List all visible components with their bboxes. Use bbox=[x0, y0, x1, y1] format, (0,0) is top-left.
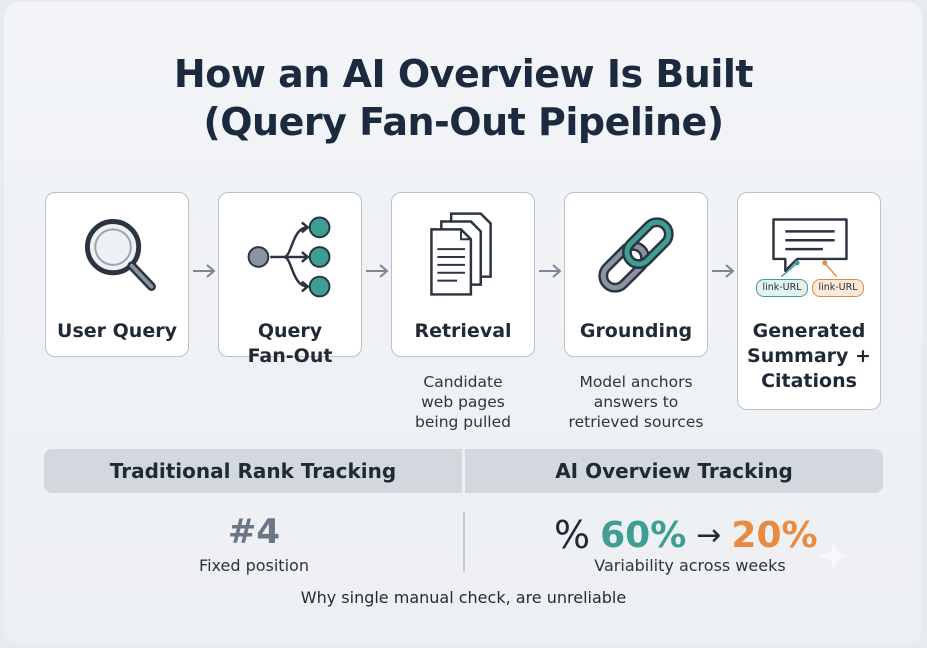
step-label-retrieval: Retrieval bbox=[414, 320, 512, 342]
step-label-query-fan-out-line-1: Query bbox=[257, 320, 323, 342]
step-label-user-query: User Query bbox=[57, 320, 177, 342]
sparkle-icon bbox=[818, 540, 850, 572]
retrieval-caption-line-2: web pages bbox=[421, 393, 505, 411]
grounding-caption-line-2: answers to bbox=[593, 393, 679, 411]
footer-note: Why single manual check, are unreliable bbox=[300, 588, 627, 607]
arrow-right-icon: → bbox=[696, 517, 722, 553]
fan-out-icon bbox=[247, 216, 331, 298]
rank-value: #4 bbox=[227, 512, 281, 552]
step-card-retrieval: Retrieval bbox=[391, 192, 535, 357]
ai-overview-tracking-header: AI Overview Tracking bbox=[465, 449, 883, 493]
step-card-grounding: Grounding bbox=[564, 192, 708, 357]
traditional-tracking-header: Traditional Rank Tracking bbox=[44, 449, 462, 493]
citation-chip-2: link-URL bbox=[812, 279, 864, 297]
flow-arrow-icon bbox=[712, 264, 735, 278]
variability-caption: Variability across weeks bbox=[594, 556, 786, 575]
grounding-caption-line-1: Model anchors bbox=[579, 373, 693, 391]
step-label-grounding: Grounding bbox=[579, 320, 693, 342]
step-card-query-fan-out: Query Fan-Out bbox=[218, 192, 362, 367]
chain-link-icon bbox=[598, 217, 674, 293]
citation-chip-1: link-URL bbox=[756, 279, 808, 297]
variability-values: % 60% → 20% bbox=[554, 510, 818, 560]
retrieval-caption: Candidate web pages being pulled bbox=[391, 372, 535, 432]
magnifier-icon bbox=[84, 219, 156, 291]
title-line-1: How an AI Overview Is Built bbox=[173, 52, 754, 96]
chat-citations-icon bbox=[772, 218, 848, 278]
flow-arrow-icon bbox=[366, 264, 389, 278]
step-card-user-query: User Query bbox=[45, 192, 189, 357]
rank-caption: Fixed position bbox=[199, 556, 309, 575]
flow-arrow-icon bbox=[193, 264, 216, 278]
variability-to: 20% bbox=[731, 514, 818, 556]
flow-arrow-icon bbox=[539, 264, 562, 278]
step-label-query-fan-out-line-2: Fan-Out bbox=[247, 345, 333, 367]
title-line-2: (Query Fan-Out Pipeline) bbox=[203, 100, 724, 144]
grounding-caption-line-3: retrieved sources bbox=[568, 413, 704, 431]
retrieval-caption-line-3: being pulled bbox=[415, 413, 511, 431]
grounding-caption: Model anchors answers to retrieved sourc… bbox=[554, 372, 718, 432]
step-label-generated-line-2: Summary + bbox=[747, 345, 871, 367]
step-label-generated-line-3: Citations bbox=[761, 370, 857, 392]
comparison-divider bbox=[463, 512, 465, 572]
step-label-generated-line-1: Generated bbox=[752, 320, 866, 342]
retrieval-caption-line-1: Candidate bbox=[423, 373, 503, 391]
documents-icon bbox=[430, 212, 492, 296]
percent-icon: % bbox=[554, 513, 591, 557]
step-card-generated-summary: link-URL link-URL Generated Summary + Ci… bbox=[737, 192, 881, 410]
variability-from: 60% bbox=[600, 514, 687, 556]
